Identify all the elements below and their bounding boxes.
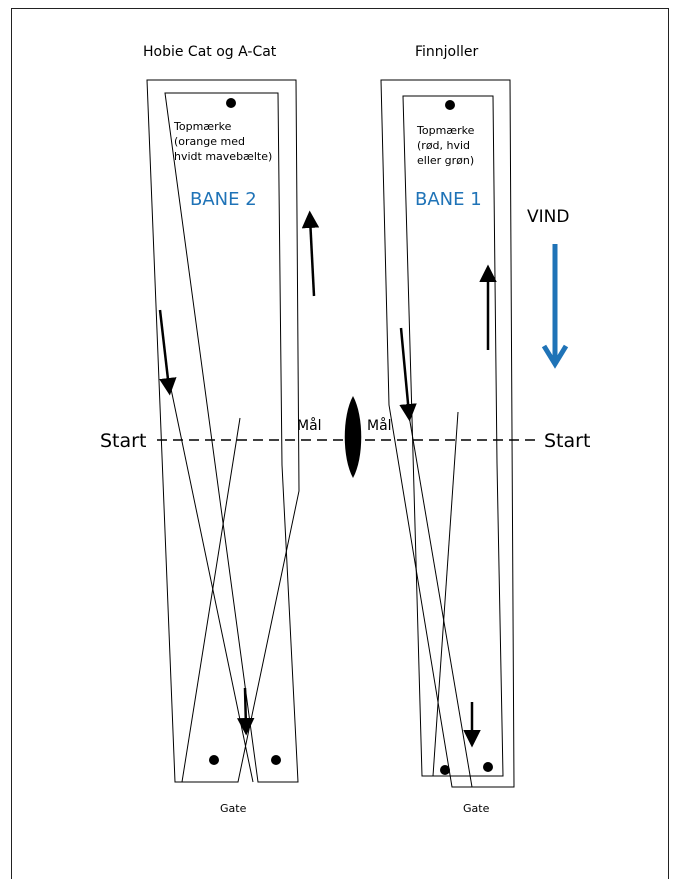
right-gate-mark <box>440 765 450 775</box>
left-course-inner-boundary <box>164 92 299 783</box>
left-bane-label: BANE 2 <box>190 189 257 210</box>
finish-label-left: Mål <box>297 417 322 434</box>
left-gate-mark <box>209 755 219 765</box>
right-course-gate-leg <box>432 411 459 777</box>
left-course-outer-boundary <box>146 79 300 783</box>
left-mark-label: (orange med <box>174 135 245 148</box>
start-label-left: Start <box>100 430 146 452</box>
right-mark-label: eller grøn) <box>417 154 474 167</box>
right-course-title: Finnjoller <box>415 44 479 60</box>
right-bane-label: BANE 1 <box>415 189 482 210</box>
right-gate-label: Gate <box>463 802 490 815</box>
right-course <box>380 79 515 788</box>
left-course-gate-leg <box>181 417 241 783</box>
page-frame <box>11 8 669 879</box>
start-label-right: Start <box>544 430 590 452</box>
arrow-down-icon <box>399 327 417 422</box>
right-mark-label: (rød, hvid <box>417 139 470 152</box>
left-gate-mark <box>271 755 281 765</box>
left-top-mark <box>226 98 236 108</box>
right-course-inner-boundary <box>402 95 504 777</box>
right-gate-mark <box>483 762 493 772</box>
arrow-down-icon <box>237 687 255 736</box>
left-gate-label: Gate <box>220 802 247 815</box>
right-course-gate-leg <box>406 403 473 788</box>
committee-boat-icon <box>344 396 362 478</box>
wind-arrow-icon <box>541 244 569 369</box>
right-mark-label: Topmærke <box>416 124 475 137</box>
arrow-up-icon <box>301 210 320 297</box>
left-mark-label: Topmærke <box>173 120 232 133</box>
left-course-title: Hobie Cat og A-Cat <box>143 44 277 60</box>
right-top-mark <box>445 100 455 110</box>
wind-label: VIND <box>527 207 569 227</box>
arrow-down-icon <box>158 309 177 396</box>
left-mark-label: hvidt mavebælte) <box>174 150 272 163</box>
right-course-outer-boundary <box>380 79 515 788</box>
left-course-gate-leg <box>169 383 254 783</box>
left-course <box>146 79 300 783</box>
finish-label-right: Mål <box>367 417 392 434</box>
